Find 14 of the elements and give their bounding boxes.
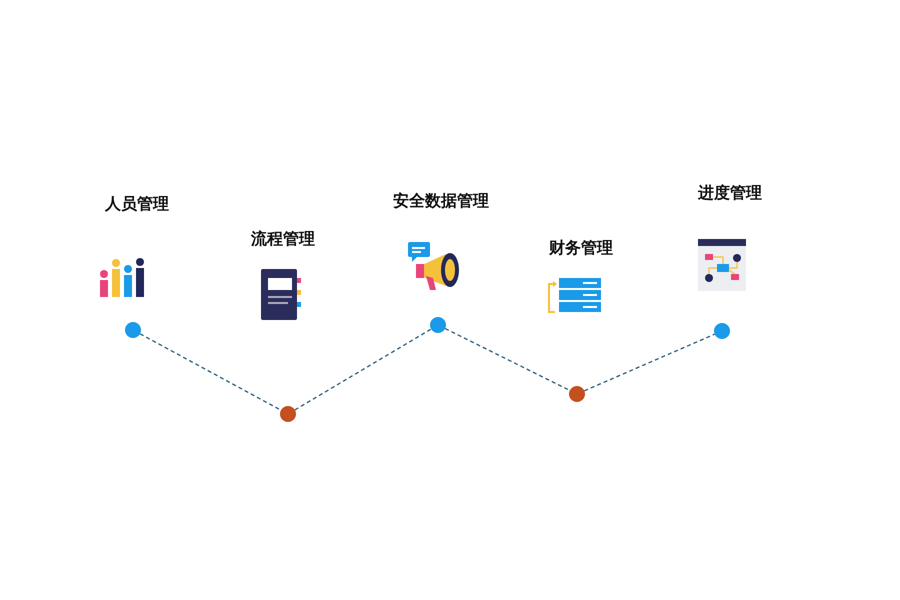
section-title: 人员管理 [105, 194, 169, 215]
section-title: 流程管理 [251, 229, 315, 250]
timeline-dot [280, 406, 296, 422]
dashed-connector [294, 328, 432, 410]
timeline-dot [125, 322, 141, 338]
dashed-connector [584, 334, 715, 392]
dashed-connector [444, 328, 570, 392]
section-title: 财务管理 [549, 238, 613, 259]
section-title: 进度管理 [698, 183, 762, 204]
dashed-connector [140, 333, 282, 411]
timeline-dot [430, 317, 446, 333]
section-title: 安全数据管理 [393, 191, 489, 212]
timeline-dot [714, 323, 730, 339]
timeline-dot [569, 386, 585, 402]
